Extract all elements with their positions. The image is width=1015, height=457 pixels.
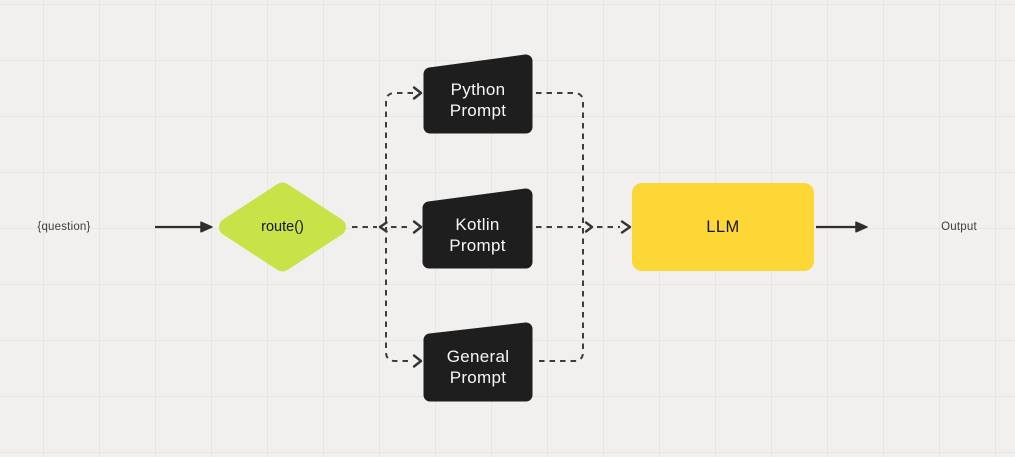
output-label[interactable]: Output [941, 221, 977, 233]
llm-node-label[interactable]: LLM [706, 217, 740, 236]
arrowhead-into-python-icon [412, 86, 423, 100]
python-prompt-node-shape[interactable] [423, 54, 533, 134]
fork-left-arrowhead-icon [378, 221, 388, 233]
connector-fork-branches[interactable] [385, 92, 413, 362]
arrowhead-into-kotlin-icon [412, 220, 423, 234]
kotlin-prompt-node-shape[interactable] [422, 188, 533, 269]
merge-arrowhead-icon [584, 221, 594, 233]
question-label[interactable]: {question} [37, 221, 91, 233]
route-node-label[interactable]: route() [261, 219, 304, 235]
kotlin-prompt-label[interactable]: Kotlin Prompt [449, 214, 506, 255]
arrowhead-into-output-icon [855, 221, 868, 233]
connector-question-to-route[interactable] [155, 221, 213, 233]
connector-llm-to-output[interactable] [816, 221, 868, 233]
python-prompt-label[interactable]: Python Prompt [449, 80, 507, 120]
arrowhead-into-route-icon [200, 221, 213, 233]
general-prompt-label[interactable]: General Prompt [446, 347, 510, 387]
general-prompt-node-shape[interactable] [423, 322, 533, 402]
arrowhead-into-llm-icon [620, 220, 632, 234]
arrowhead-into-general-icon [412, 354, 423, 368]
llm-node-shape[interactable] [632, 183, 814, 271]
route-diamond-shape[interactable] [219, 182, 346, 272]
